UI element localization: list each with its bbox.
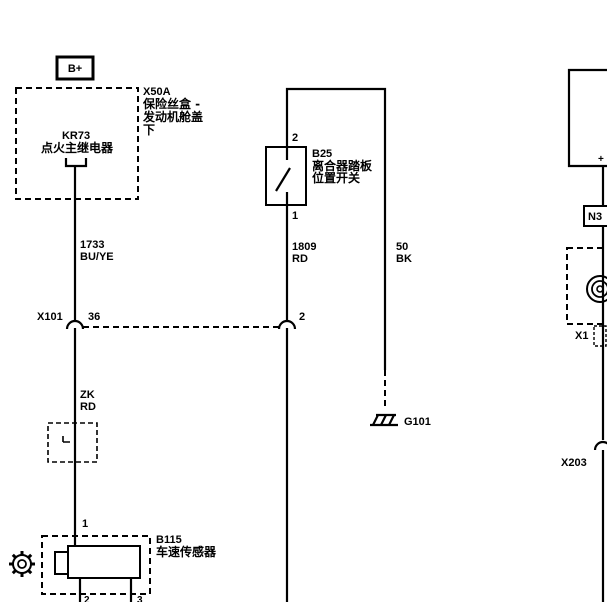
connector-x101-id: X101	[37, 311, 63, 323]
sensor-pin-2: 2	[84, 595, 90, 602]
relay-contact	[64, 158, 88, 168]
fuse-box-x50a: X50A 保险丝盒 - 发动机舱盖 下	[15, 86, 203, 200]
splice-color: RD	[80, 401, 96, 413]
inline-contact	[47, 422, 98, 463]
connector-pin-36: 36	[88, 311, 100, 323]
contact-mark	[62, 436, 70, 443]
gear-icon	[9, 551, 35, 577]
wire-50-number: 50	[396, 241, 408, 253]
wire-1733-number: 1733	[80, 239, 104, 251]
right-module-pin: +	[598, 154, 604, 165]
sensor-id: B115	[156, 534, 182, 546]
switch-name-1: 离合器踏板	[312, 158, 373, 173]
sensor-name: 车速传感器	[156, 544, 217, 559]
ground-g101: G101	[370, 413, 431, 428]
fuse-box-name-1: 保险丝盒 -	[142, 96, 200, 111]
right-connector-n3: N3	[588, 211, 602, 223]
right-module: + N3 X1 X203	[561, 68, 607, 602]
wire-1809-color: RD	[292, 253, 308, 265]
wire-1809-number: 1809	[292, 241, 316, 253]
switch-pin-1: 1	[292, 210, 298, 222]
switch-name-2: 位置开关	[312, 170, 360, 185]
wire-loop-top	[285, 87, 387, 370]
connector-x101-left: X101 36	[37, 311, 100, 330]
right-connector-x203: X203	[561, 457, 587, 469]
right-connector-x1: X1	[575, 330, 588, 342]
ground-id: G101	[404, 416, 431, 428]
switch-b25: 2 B25 离合器踏板 位置开关 1	[265, 132, 373, 222]
wire-50-color: BK	[396, 253, 412, 265]
sensor-pin-3: 3	[137, 595, 143, 602]
connector-arc-right	[277, 319, 297, 330]
wire-1733-color: BU/YE	[80, 251, 114, 263]
switch-pin-2: 2	[292, 132, 298, 144]
connector-arc-left	[65, 319, 85, 330]
coil-icon	[586, 275, 607, 303]
fuse-box-id: X50A	[143, 86, 171, 98]
connector-pin-2: 2	[299, 311, 305, 323]
fuse-box-name-2: 发动机舱盖	[142, 109, 203, 124]
power-label: B+	[68, 63, 82, 75]
relay-kr73: KR73 点火主继电器	[41, 130, 114, 168]
connector-x101-right: 2	[277, 311, 305, 330]
right-connector-arc	[593, 440, 607, 451]
switch-id: B25	[312, 148, 332, 160]
power-terminal: B+	[55, 55, 95, 81]
splice-id: ZK	[80, 389, 95, 401]
switch-blade	[275, 167, 291, 192]
sensor-pin-1: 1	[82, 518, 88, 530]
fuse-box-name-3: 下	[143, 123, 155, 137]
relay-name: 点火主继电器	[41, 140, 114, 155]
relay-id: KR73	[62, 130, 90, 142]
sensor-b115: 1 B115 车速传感器 2 3	[41, 518, 217, 602]
